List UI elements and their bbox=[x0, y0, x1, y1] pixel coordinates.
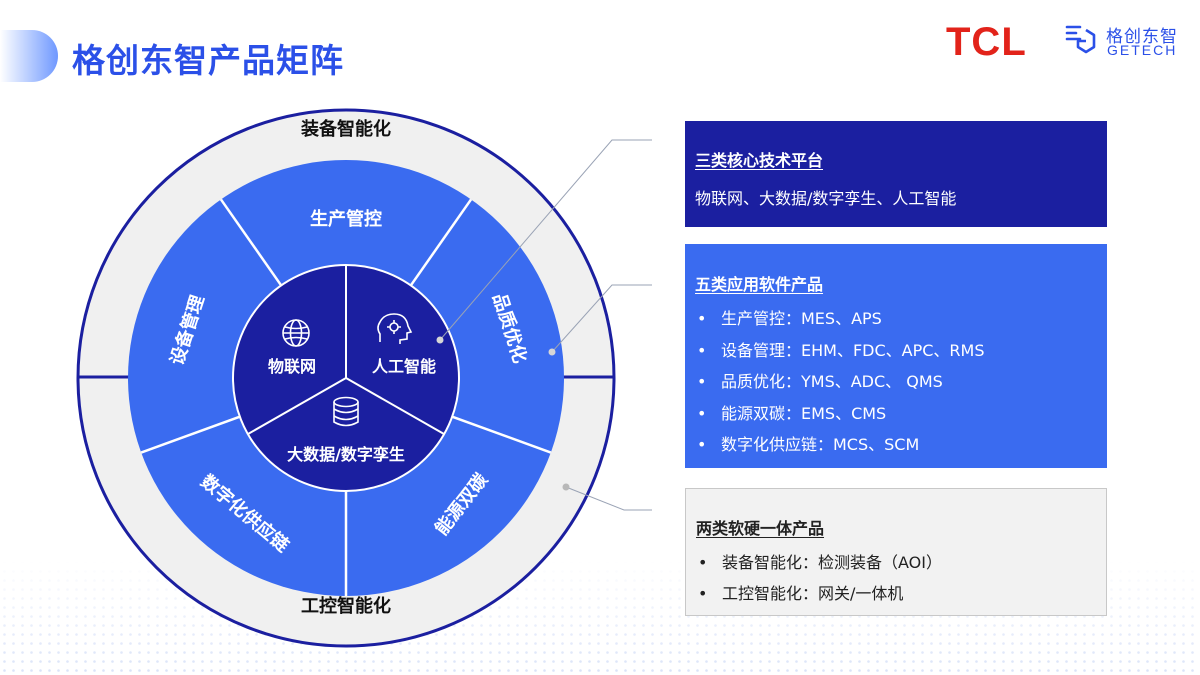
card-hardware-products: 两类软硬一体产品 装备智能化：检测装备（AOI） 工控智能化：网关/一体机 bbox=[685, 488, 1107, 616]
getech-logo-icon bbox=[1065, 25, 1096, 54]
ai-brain-icon bbox=[377, 313, 413, 344]
core-label-ai: 人工智能 bbox=[372, 357, 436, 376]
outer-label-top: 装备智能化 bbox=[301, 118, 391, 140]
list-item: 生产管控：MES、APS bbox=[695, 303, 1107, 335]
list-item: 数字化供应链：MCS、SCM bbox=[695, 429, 1107, 461]
middle-ring-divider bbox=[140, 415, 241, 454]
core-label-bigdata: 大数据/数字孪生 bbox=[287, 445, 405, 464]
page-title: 格创东智产品矩阵 bbox=[72, 41, 344, 80]
callout-lines bbox=[439, 139, 652, 511]
card-core-platforms-line: 物联网、大数据/数字孪生、人工智能 bbox=[695, 189, 957, 208]
list-item: 装备智能化：检测装备（AOI） bbox=[696, 547, 1106, 578]
software-product-list: 生产管控：MES、APS 设备管理：EHM、FDC、APC、RMS 品质优化：Y… bbox=[695, 303, 1107, 461]
list-item: 设备管理：EHM、FDC、APC、RMS bbox=[695, 335, 1107, 367]
list-item: 品质优化：YMS、ADC、 QMS bbox=[695, 366, 1107, 398]
middle-ring-divider bbox=[219, 198, 283, 287]
card-core-platforms-title: 三类核心技术平台 bbox=[695, 151, 824, 170]
middle-ring-divider bbox=[451, 415, 552, 454]
database-icon bbox=[333, 396, 359, 427]
title-accent-bar bbox=[0, 30, 58, 82]
card-core-platforms: 三类核心技术平台 物联网、大数据/数字孪生、人工智能 bbox=[685, 121, 1107, 227]
middle-ring-dividers bbox=[140, 198, 552, 596]
hardware-product-list: 装备智能化：检测装备（AOI） 工控智能化：网关/一体机 bbox=[696, 547, 1106, 609]
globe-icon bbox=[282, 319, 310, 347]
getech-logo-en: GETECH bbox=[1107, 42, 1178, 58]
callout-dot-middle bbox=[548, 348, 556, 356]
core-divider-left bbox=[247, 377, 347, 435]
core-divider-right bbox=[345, 377, 445, 435]
list-item: 工控智能化：网关/一体机 bbox=[696, 578, 1106, 609]
callout-dot-outer bbox=[562, 483, 570, 491]
card-hardware-products-title: 两类软硬一体产品 bbox=[696, 519, 825, 538]
callout-dot-core bbox=[436, 336, 444, 344]
card-software-products: 五类应用软件产品 生产管控：MES、APS 设备管理：EHM、FDC、APC、R… bbox=[685, 244, 1107, 468]
outer-label-bottom: 工控智能化 bbox=[301, 595, 391, 617]
getech-logo-cn: 格创东智 bbox=[1106, 27, 1178, 47]
middle-ring-divider bbox=[409, 198, 473, 287]
card-software-products-title: 五类应用软件产品 bbox=[695, 275, 824, 294]
list-item: 能源双碳：EMS、CMS bbox=[695, 398, 1107, 430]
middle-label-production: 生产管控 bbox=[310, 208, 382, 230]
tcl-logo: TCL bbox=[946, 20, 1027, 64]
core-label-iot: 物联网 bbox=[268, 357, 316, 376]
